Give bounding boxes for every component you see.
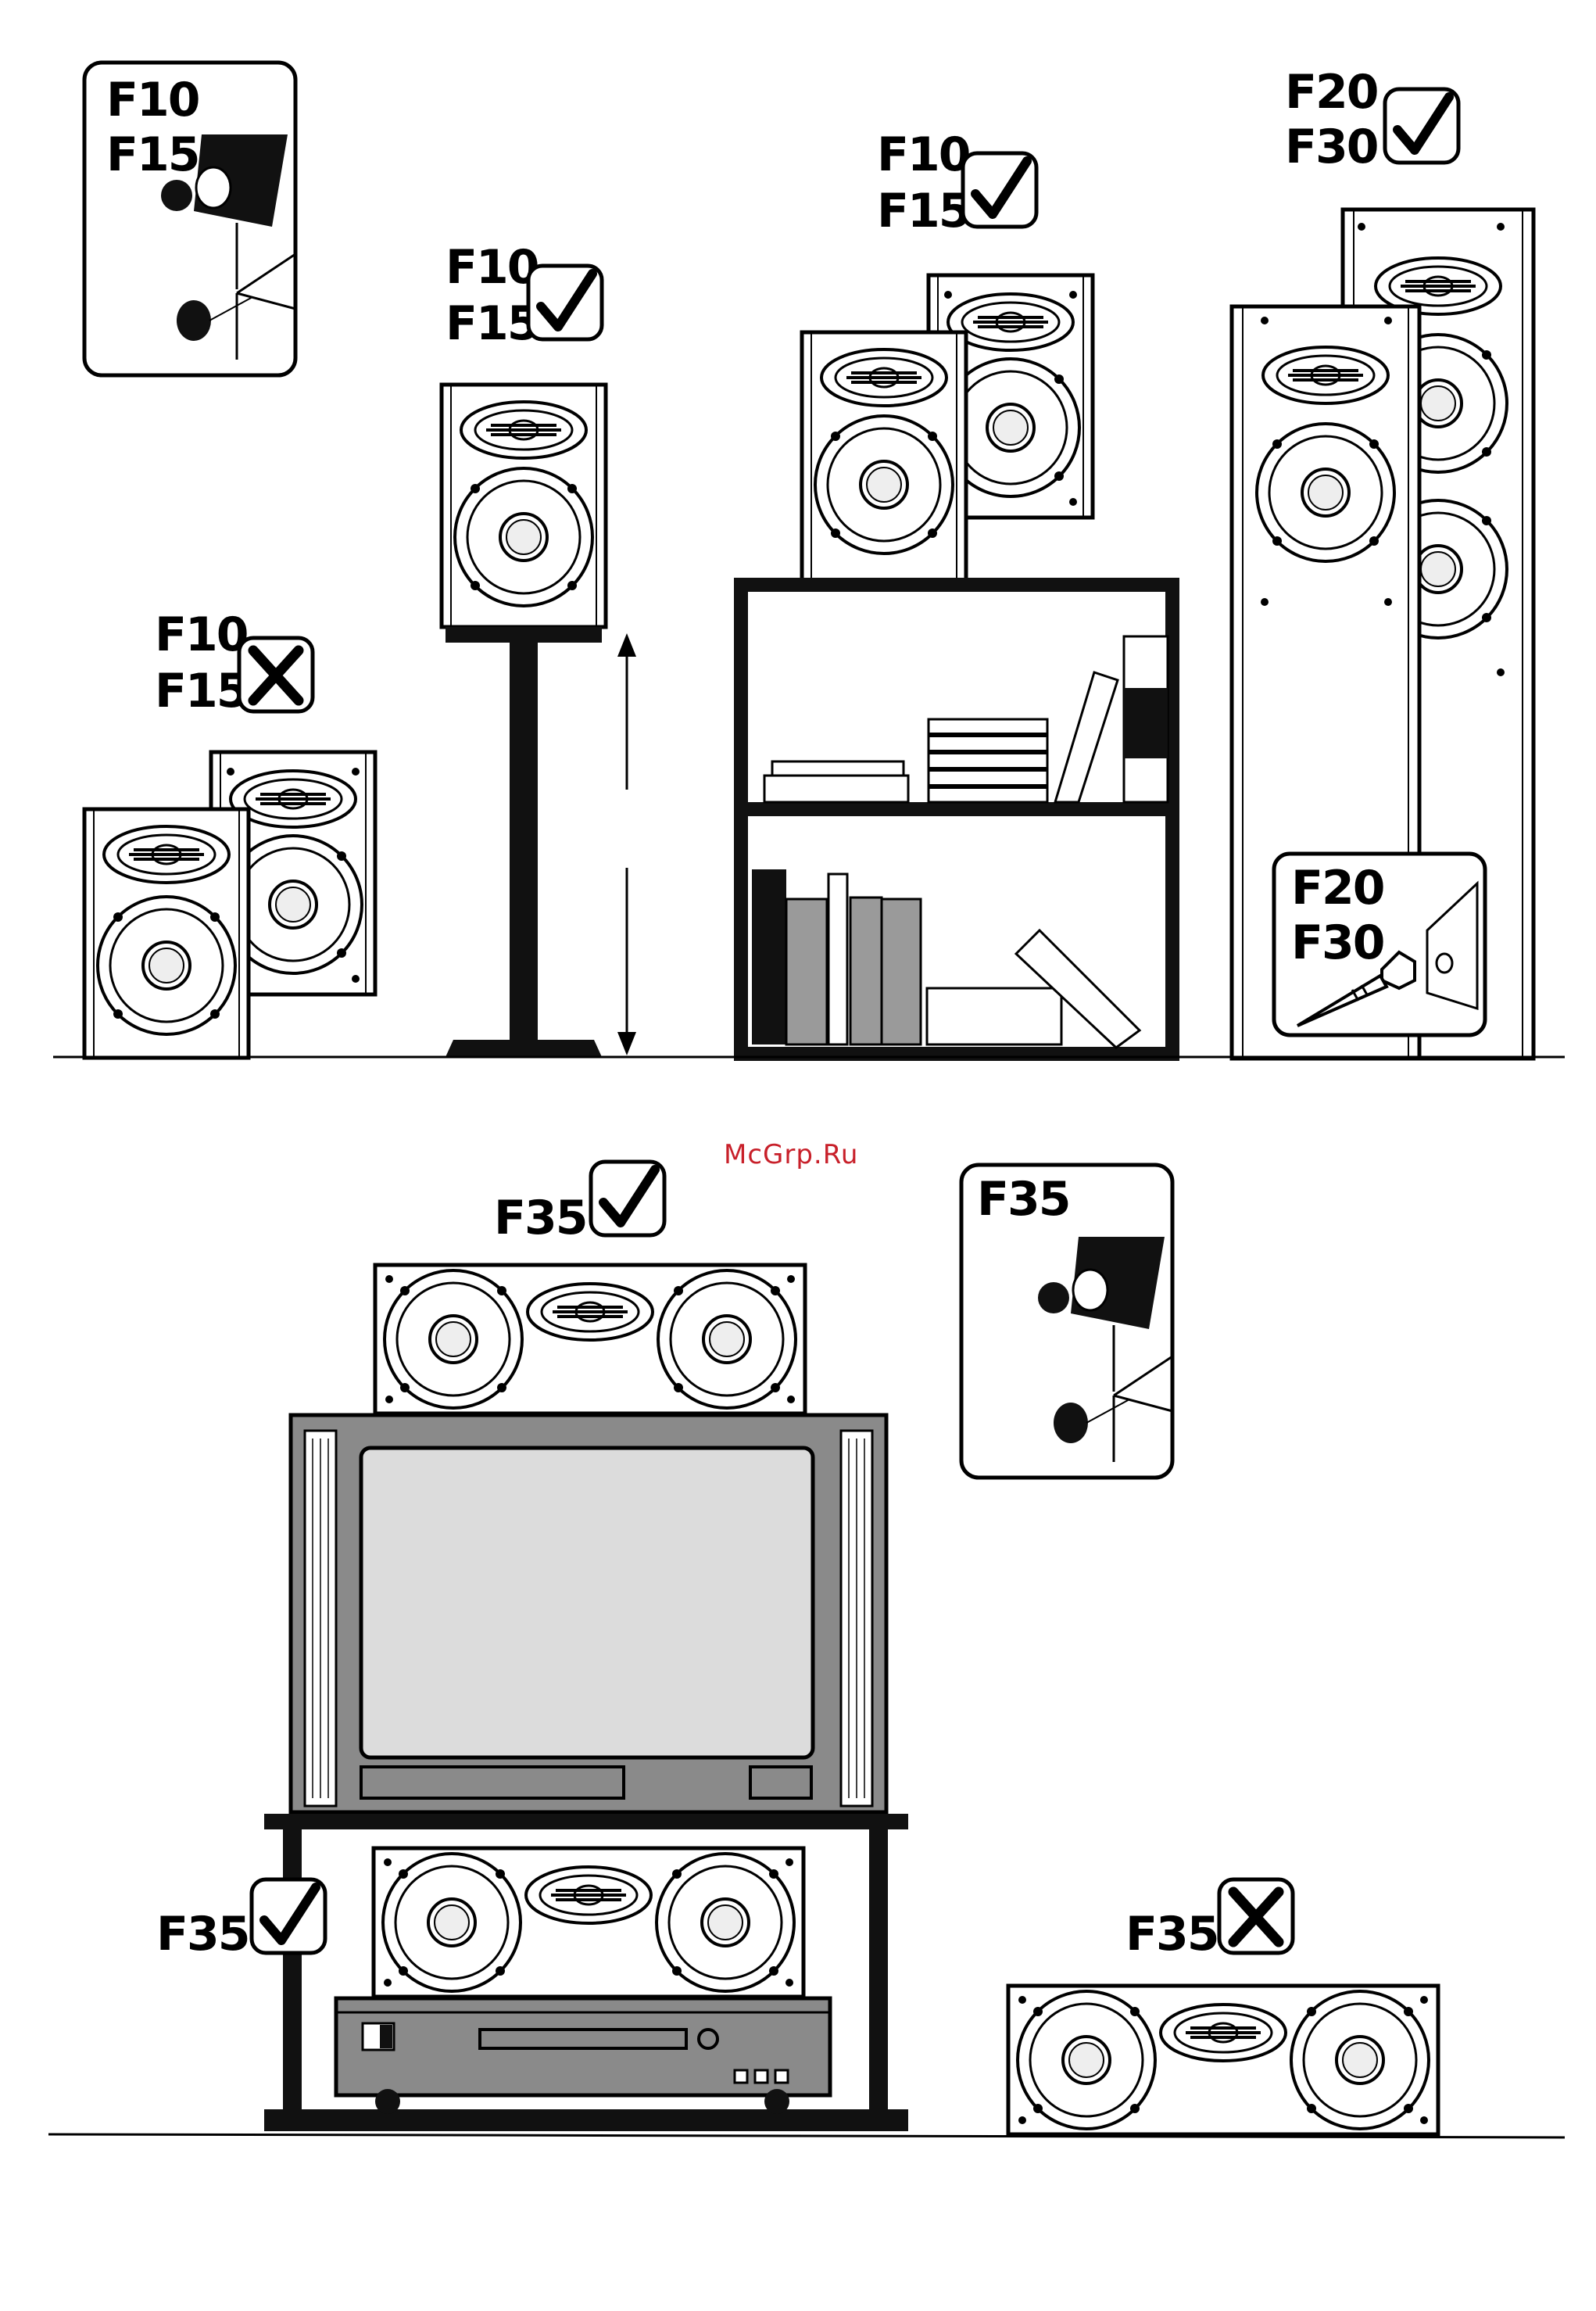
label-f20: F20 bbox=[1291, 861, 1383, 915]
tv-screen bbox=[361, 1448, 813, 1757]
centre-speaker-on-tv-group: F35 bbox=[291, 1162, 886, 1812]
centre-speaker-in-stand-group: F35 bbox=[156, 1848, 830, 2114]
spike-feet-inset-f20-f30: F20 F30 bbox=[1274, 854, 1485, 1035]
label-f30: F30 bbox=[1285, 120, 1377, 174]
label-f20: F20 bbox=[1285, 65, 1377, 120]
label-f15: F15 bbox=[446, 296, 538, 351]
label-f15: F15 bbox=[106, 127, 199, 182]
cross-mark-icon bbox=[1219, 1879, 1293, 1953]
adhesive-pad-inset-f10-f15: F10 F15 bbox=[84, 63, 295, 375]
stand-top-plate bbox=[446, 627, 602, 643]
check-mark-icon bbox=[963, 153, 1036, 227]
centre-speaker-on-floor-group: F35 bbox=[1008, 1879, 1438, 2134]
label-f35: F35 bbox=[977, 1172, 1069, 1227]
label-f35: F35 bbox=[1125, 1907, 1218, 1962]
label-f15: F15 bbox=[155, 664, 247, 718]
label-f10: F10 bbox=[446, 240, 538, 295]
check-mark-icon bbox=[528, 266, 602, 339]
adhesive-pad-inset-f35: F35 bbox=[961, 1165, 1172, 1478]
check-mark-icon bbox=[252, 1879, 325, 1953]
label-f35: F35 bbox=[494, 1191, 586, 1245]
label-f10: F10 bbox=[877, 127, 969, 182]
stand-mounted-speaker-group: F10 F15 bbox=[442, 240, 636, 1057]
watermark: McGrp.Ru bbox=[724, 1139, 858, 1170]
stand-pole bbox=[510, 643, 538, 1040]
label-f30: F30 bbox=[1291, 915, 1383, 970]
cross-mark-icon bbox=[239, 638, 313, 711]
check-mark-icon bbox=[1385, 89, 1458, 163]
label-f35: F35 bbox=[156, 1907, 249, 1962]
height-arrow bbox=[617, 633, 636, 1055]
floor-placed-speakers-group: F10 F15 bbox=[84, 607, 375, 1058]
label-f15: F15 bbox=[877, 184, 969, 238]
label-f10: F10 bbox=[106, 73, 199, 127]
check-mark-icon bbox=[591, 1162, 664, 1235]
bookcase-with-speakers-group: F10 F15 bbox=[741, 127, 1172, 1054]
label-f10: F10 bbox=[155, 607, 247, 662]
stand-base bbox=[446, 1040, 602, 1057]
